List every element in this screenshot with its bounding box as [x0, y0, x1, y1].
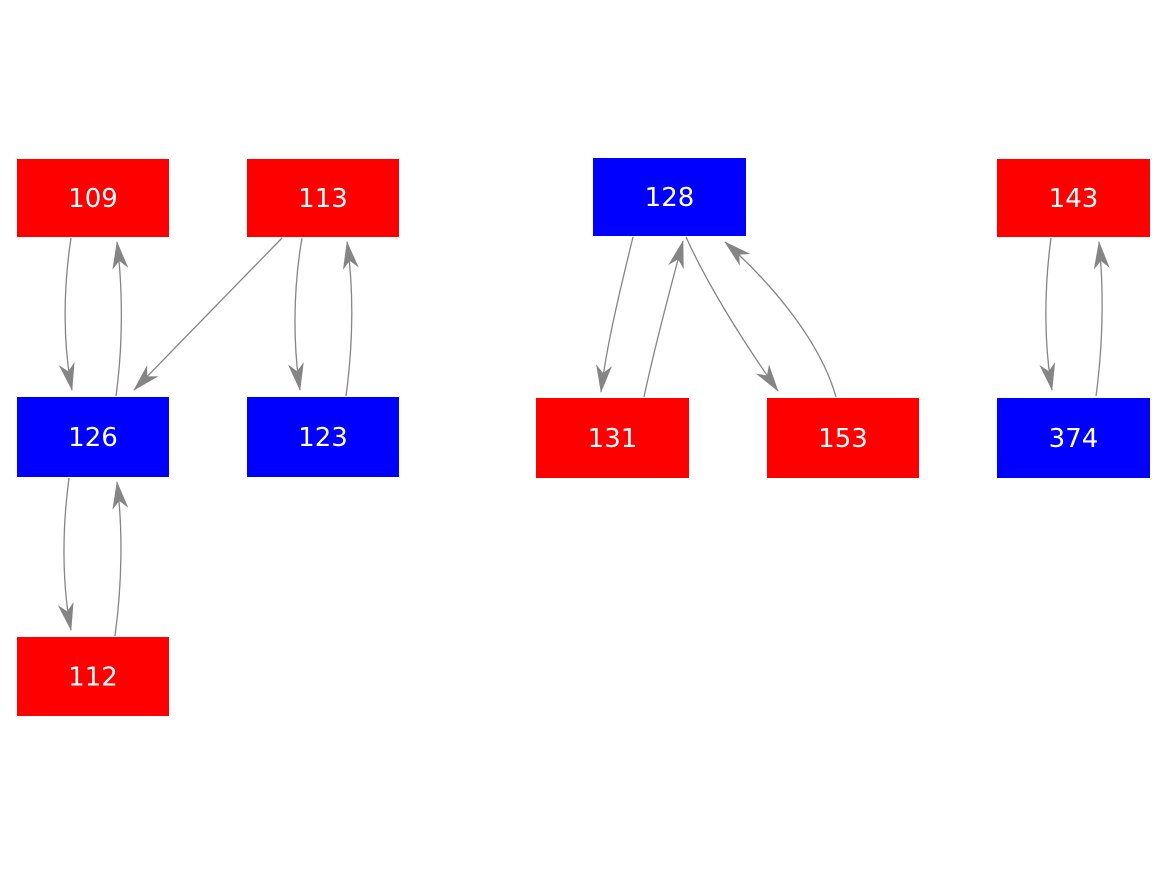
node-131: 131: [536, 398, 689, 478]
edges-layer: [57, 236, 1110, 637]
edge-374-to-143: [1093, 241, 1110, 397]
edge-126-to-112: [57, 477, 74, 631]
node-143: 143: [997, 159, 1150, 237]
node-label-109: 109: [68, 184, 118, 214]
edge-112-to-126: [112, 481, 129, 637]
node-123: 123: [247, 397, 399, 477]
node-128: 128: [593, 158, 746, 236]
edge-153-to-128: [724, 241, 837, 398]
node-label-153: 153: [818, 424, 868, 454]
node-112: 112: [17, 637, 169, 716]
node-374: 374: [997, 398, 1150, 478]
node-box-374: [997, 398, 1150, 478]
nodes-layer: 109 113 128 143 126 123 131 153 374 112: [17, 158, 1150, 716]
node-box-131: [536, 398, 689, 478]
node-box-109: [17, 159, 169, 237]
node-label-123: 123: [298, 423, 348, 453]
edge-131-to-128: [643, 240, 684, 398]
node-label-112: 112: [68, 663, 118, 693]
node-box-123: [247, 397, 399, 477]
node-label-128: 128: [645, 183, 695, 213]
node-box-153: [767, 398, 919, 478]
node-box-128: [593, 158, 746, 236]
edge-128-to-131: [596, 236, 634, 393]
edge-123-to-113: [342, 241, 359, 397]
node-box-113: [247, 159, 399, 237]
node-label-131: 131: [588, 424, 638, 454]
edge-113-to-123: [287, 237, 304, 391]
edge-126-to-109: [112, 241, 129, 397]
node-109: 109: [17, 159, 169, 237]
edge-109-to-126: [58, 237, 75, 391]
node-box-112: [17, 637, 169, 716]
node-box-143: [997, 159, 1150, 237]
edge-143-to-374: [1039, 237, 1056, 391]
node-113: 113: [247, 159, 399, 237]
node-label-143: 143: [1049, 184, 1099, 214]
edge-113-to-126: [133, 237, 283, 391]
node-153: 153: [767, 398, 919, 478]
edge-128-to-153: [685, 236, 779, 392]
node-label-126: 126: [68, 423, 118, 453]
node-box-126: [17, 397, 169, 477]
node-label-374: 374: [1049, 424, 1099, 454]
node-label-113: 113: [298, 184, 348, 214]
node-126: 126: [17, 397, 169, 477]
